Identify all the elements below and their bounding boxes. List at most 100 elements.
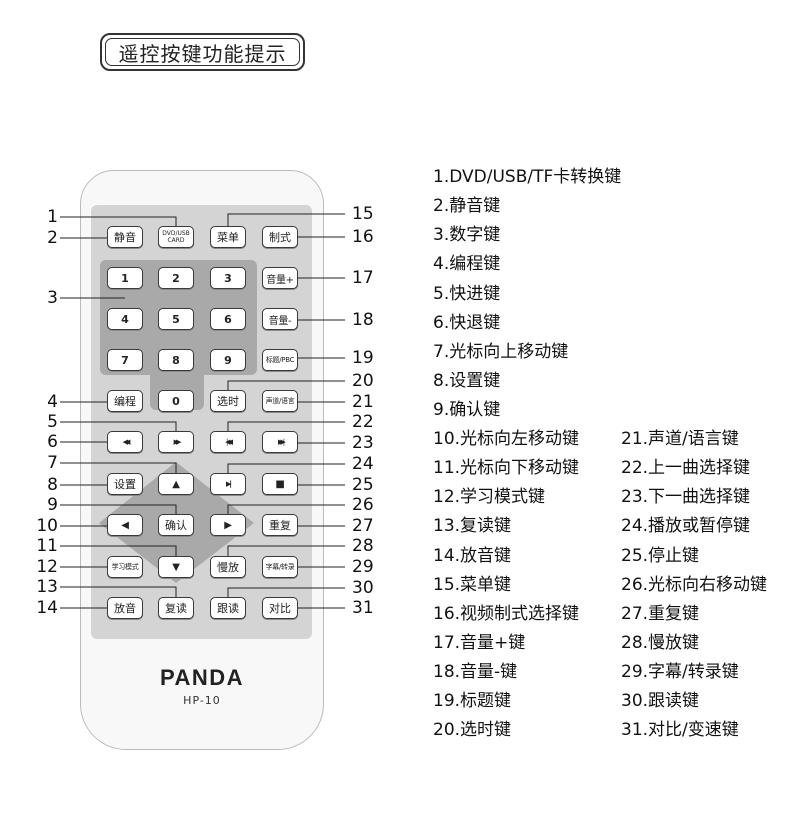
legend-item-2: 2.静音键 <box>433 196 501 216</box>
callout-27: 27 <box>352 516 374 536</box>
legend-item-10: 10.光标向左移动键 <box>433 429 580 449</box>
mute-button[interactable]: 静音 <box>107 226 143 248</box>
digit-2-button[interactable]: 2 <box>158 267 194 289</box>
callout-10: 10 <box>36 516 58 536</box>
slow-play-button[interactable]: 慢放 <box>210 556 246 578</box>
legend-item-1: 1.DVD/USB/TF卡转换键 <box>433 167 622 187</box>
rewind-button[interactable]: ◀◀ <box>107 431 143 453</box>
subtitle-record-button[interactable]: 字幕/转录 <box>262 556 298 578</box>
callout-24: 24 <box>352 454 374 474</box>
title-pbc-button[interactable]: 标题/PBC <box>262 349 298 371</box>
legend-item-14: 14.放音键 <box>433 546 512 566</box>
goto-time-button[interactable]: 选时 <box>210 390 246 412</box>
digit-1-button[interactable]: 1 <box>107 267 143 289</box>
callout-20: 20 <box>352 371 374 391</box>
legend-item-20: 20.选时键 <box>433 720 512 740</box>
study-mode-button[interactable]: 学习模式 <box>107 556 143 578</box>
callout-21: 21 <box>352 392 374 412</box>
program-button[interactable]: 编程 <box>107 390 143 412</box>
legend-item-13: 13.复读键 <box>433 516 512 536</box>
play-pause-button[interactable]: ▶|| <box>210 473 246 495</box>
cursor-left-button[interactable]: ◀ <box>107 514 143 536</box>
legend-item-17: 17.音量+键 <box>433 633 526 653</box>
legend-item-22: 22.上一曲选择键 <box>621 458 751 478</box>
format-button[interactable]: 制式 <box>262 226 298 248</box>
next-track-button[interactable]: ▶▶| <box>262 431 298 453</box>
digit-9-button[interactable]: 9 <box>210 349 246 371</box>
legend-item-31: 31.对比/变速键 <box>621 720 739 740</box>
cursor-down-button[interactable]: ▼ <box>158 556 194 578</box>
callout-22: 22 <box>352 412 374 432</box>
callout-14: 14 <box>36 598 58 618</box>
callout-17: 17 <box>352 268 374 288</box>
legend-item-7: 7.光标向上移动键 <box>433 342 569 362</box>
callout-1: 1 <box>47 207 58 227</box>
ok-button[interactable]: 确认 <box>158 514 194 536</box>
callout-7: 7 <box>47 453 58 473</box>
callout-18: 18 <box>352 310 374 330</box>
stop-button[interactable]: ■ <box>262 473 298 495</box>
digit-4-button[interactable]: 4 <box>107 308 143 330</box>
legend-item-5: 5.快进键 <box>433 284 501 304</box>
brand-logo: PANDA <box>159 665 245 690</box>
setup-button[interactable]: 设置 <box>107 473 143 495</box>
digit-3-button[interactable]: 3 <box>210 267 246 289</box>
dvd-usb-card-button[interactable]: DVD/USB CARD <box>158 226 194 248</box>
legend-item-26: 26.光标向右移动键 <box>621 575 768 595</box>
playback-button[interactable]: 放音 <box>107 597 143 619</box>
callout-16: 16 <box>352 227 374 247</box>
callout-23: 23 <box>352 433 374 453</box>
legend-item-18: 18.音量-键 <box>433 662 518 682</box>
legend-item-4: 4.编程键 <box>433 254 501 274</box>
callout-13: 13 <box>36 577 58 597</box>
compare-button[interactable]: 对比 <box>262 597 298 619</box>
callout-25: 25 <box>352 475 374 495</box>
legend-item-8: 8.设置键 <box>433 371 501 391</box>
legend-item-9: 9.确认键 <box>433 400 501 420</box>
callout-4: 4 <box>47 392 58 412</box>
title-frame: 遥控按键功能提示 <box>100 33 305 71</box>
callout-28: 28 <box>352 536 374 556</box>
page-title: 遥控按键功能提示 <box>105 38 300 66</box>
follow-read-button[interactable]: 跟读 <box>210 597 246 619</box>
cursor-right-button[interactable]: ▶ <box>210 514 246 536</box>
callout-31: 31 <box>352 598 374 618</box>
legend-item-15: 15.菜单键 <box>433 575 512 595</box>
legend-item-30: 30.跟读键 <box>621 691 700 711</box>
cursor-up-button[interactable]: ▲ <box>158 473 194 495</box>
legend-item-28: 28.慢放键 <box>621 633 700 653</box>
callout-2: 2 <box>47 228 58 248</box>
legend-item-19: 19.标题键 <box>433 691 512 711</box>
audio-language-button[interactable]: 声道/语言 <box>262 390 298 412</box>
previous-track-button[interactable]: |◀◀ <box>210 431 246 453</box>
volume-up-button[interactable]: 音量+ <box>262 267 298 289</box>
legend-item-27: 27.重复键 <box>621 604 700 624</box>
digit-7-button[interactable]: 7 <box>107 349 143 371</box>
digit-6-button[interactable]: 6 <box>210 308 246 330</box>
legend-item-11: 11.光标向下移动键 <box>433 458 580 478</box>
menu-button[interactable]: 菜单 <box>210 226 246 248</box>
legend-item-12: 12.学习模式键 <box>433 487 546 507</box>
callout-6: 6 <box>47 432 58 452</box>
legend-item-16: 16.视频制式选择键 <box>433 604 580 624</box>
digit-0-button[interactable]: 0 <box>158 390 194 412</box>
legend-item-24: 24.播放或暂停键 <box>621 516 751 536</box>
reread-button[interactable]: 复读 <box>158 597 194 619</box>
callout-30: 30 <box>352 578 374 598</box>
digit-5-button[interactable]: 5 <box>158 308 194 330</box>
legend-item-6: 6.快退键 <box>433 313 501 333</box>
fast-forward-button[interactable]: ▶▶ <box>158 431 194 453</box>
callout-9: 9 <box>47 495 58 515</box>
model-number: HP-10 <box>183 694 221 707</box>
legend-item-3: 3.数字键 <box>433 225 501 245</box>
volume-down-button[interactable]: 音量- <box>262 308 298 330</box>
callout-5: 5 <box>47 412 58 432</box>
callout-29: 29 <box>352 557 374 577</box>
callout-8: 8 <box>47 475 58 495</box>
legend-item-29: 29.字幕/转录键 <box>621 662 739 682</box>
digit-8-button[interactable]: 8 <box>158 349 194 371</box>
callout-19: 19 <box>352 348 374 368</box>
legend-item-23: 23.下一曲选择键 <box>621 487 751 507</box>
repeat-button[interactable]: 重复 <box>262 514 298 536</box>
